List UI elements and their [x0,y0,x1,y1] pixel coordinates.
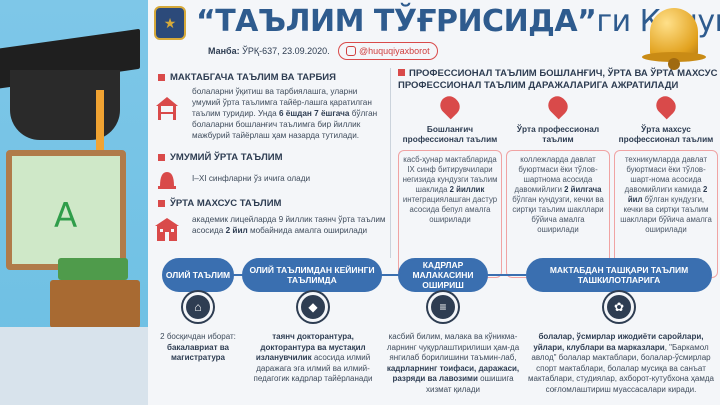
title-main: “ТАЪЛИМ ТЎҒРИСИДА” [196,4,597,39]
handle-text: @huquqiyaxborot [359,46,430,56]
column-divider [390,68,391,258]
infographic-poster: ★ “ТАЪЛИМ ТЎҒРИСИДА”ги Қонун Манба: ЎРҚ-… [148,0,720,405]
connector-line [232,274,244,276]
graduation-hat-icon: ◆ [298,292,328,322]
location-pin-icon [436,92,464,120]
column-initial-professional: Бошланғич профессионал таълим касб-ҳунар… [398,92,502,278]
floor [0,327,148,405]
column-label: Ўрта махсус профессионал таълим [618,124,714,144]
emblem-icon: ★ [154,6,186,40]
illustration-panel: A [0,0,148,405]
pill-postgraduate: ОЛИЙ ТАЪЛИМДАН КЕЙИНГИ ТАЪЛИМДА [242,258,382,292]
source-line: Манба: ЎРҚ-637, 23.09.2020. [208,46,330,56]
column-secondary-special-professional: Ўрта махсус профессионал таълим техникум… [614,92,718,278]
location-pin-icon [652,92,680,120]
section-heading-preschool: МАКТАБГАЧА ТАЪЛИМ ВА ТАРБИЯ [158,72,336,83]
bell-icon [638,0,710,70]
playground-icon [156,97,178,120]
pill-extracurricular: МАКТАБДАН ТАШҚАРИ ТАЪЛИМ ТАШКИЛОТЛАРИГА [526,258,712,292]
bullet-square-icon [158,200,165,207]
column-secondary-professional: Ўрта профессионал таълим коллежларда дав… [506,92,610,278]
chalkboard-letter: A [54,196,78,236]
tassel-icon [96,90,104,170]
book-icon [58,258,128,280]
section-body-general: I–XI синфларни ўз ичига олади [192,174,311,183]
books-icon [50,280,140,328]
column-label: Бошланғич профессионал таълим [402,124,498,144]
connector-line [486,274,526,276]
location-pin-icon [544,92,572,120]
instagram-icon [346,46,356,56]
source-value: ЎРҚ-637, 23.09.2020. [242,46,330,56]
section-body-preschool: болаларни ўқитиш ва тарбиялашга, уларни … [192,87,378,140]
pill-qualification: КАДРЛАР МАЛАКАСИНИ ОШИРИШ [398,258,488,292]
connector-line [380,274,400,276]
section-heading-secondary-special: ЎРТА МАХСУС ТАЪЛИМ [158,198,281,209]
source-label: Манба: [208,46,240,56]
bullet-square-icon [158,154,165,161]
postgraduate-text: таянч докторантура, докторантура ва муст… [253,332,373,383]
section-body-secondary-special: академик лицейларда 9 йиллик таянч ўрта … [192,215,386,235]
bullet-square-icon [398,69,405,76]
school-bell-icon [158,172,176,189]
palette-icon: ✿ [604,292,634,322]
settings-sliders-icon: ≡ [428,292,458,322]
social-handle[interactable]: @huquqiyaxborot [338,42,438,60]
pill-higher-education: ОЛИЙ ТАЪЛИМ [162,258,234,292]
bullet-square-icon [158,74,165,81]
extracurricular-text: болалар, ўсмирлар ижодиёти саройлари, уй… [528,332,714,394]
school-building-icon [155,218,179,241]
higher-education-text: 2 босқичдан иборат: бакалавриат ва магис… [160,332,236,362]
qualification-text: касбий билим, малака ва кўникма-ларнинг … [386,332,520,394]
column-label: Ўрта профессионал таълим [516,124,600,144]
section-heading-general: УМУМИЙ ЎРТА ТАЪЛИМ [158,152,283,163]
university-icon: ⌂ [183,292,213,322]
professional-heading: ПРОФЕССИОНАЛ ТАЪЛИМ БОШЛАНҒИЧ, ЎРТА ВА Ў… [398,68,718,91]
chalkboard-icon [6,150,126,270]
